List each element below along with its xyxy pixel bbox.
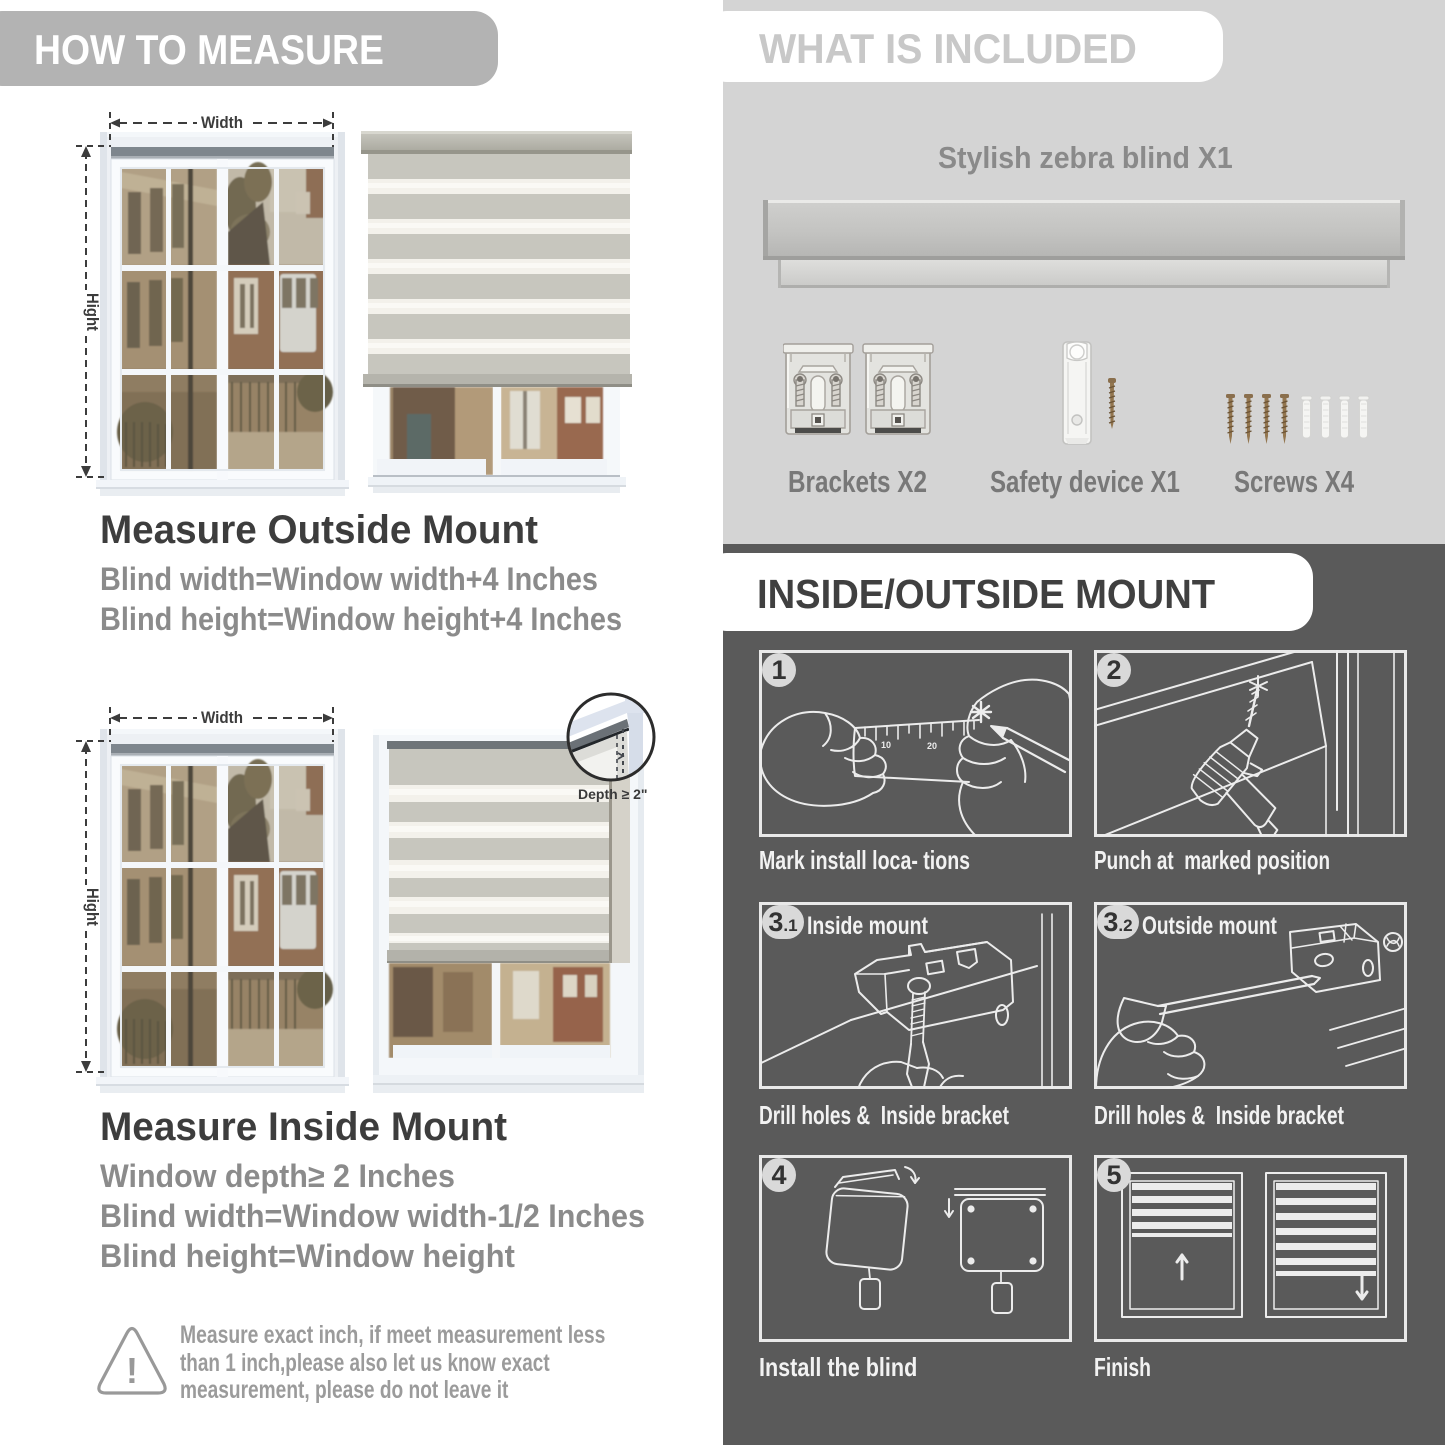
svg-text:20: 20 [927,741,937,751]
svg-text:!: ! [126,1350,138,1391]
svg-text:Hight: Hight [83,888,102,926]
svg-text:10: 10 [881,740,891,750]
svg-text:Hight: Hight [83,293,102,331]
svg-text:Width: Width [201,708,243,727]
svg-text:Width: Width [201,113,243,132]
